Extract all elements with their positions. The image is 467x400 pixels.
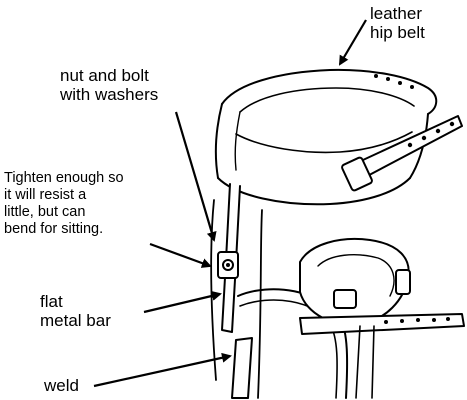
body-left-outline — [214, 103, 223, 179]
label-flat-bar: flat metal bar — [40, 292, 111, 330]
lower-strap — [299, 313, 465, 335]
arrow-flat-bar — [143, 290, 222, 314]
hip-belt-lower-edge — [217, 177, 411, 206]
arrow-nut-bolt — [174, 111, 217, 242]
arrow-hip-belt — [338, 19, 367, 66]
hip-belt-band — [235, 131, 413, 154]
lower-strap-holes — [384, 317, 450, 324]
cuff-buckle — [333, 289, 357, 309]
hip-belt-rim — [221, 68, 438, 115]
label-nut-bolt: nut and bolt with washers — [60, 66, 159, 104]
weld-plate — [231, 337, 253, 399]
hip-belt-inner — [239, 87, 415, 113]
label-weld: weld — [44, 376, 79, 395]
body-right-outline — [409, 113, 429, 179]
leg-shell-right — [257, 209, 263, 399]
arrow-weld — [93, 352, 232, 388]
label-tighten-note: Tighten enough so it will resist a littl… — [4, 170, 124, 237]
leader-arrows — [93, 19, 367, 388]
leg-shell — [210, 199, 217, 381]
strap-holes — [407, 121, 455, 148]
label-hip-belt: leather hip belt — [370, 4, 425, 42]
body-left-inner — [234, 111, 241, 171]
right-cuff — [299, 238, 410, 326]
arrow-tighten — [149, 242, 212, 268]
belt-buckle — [341, 156, 373, 192]
brace-drawing — [210, 68, 465, 399]
belt-holes — [374, 74, 414, 89]
